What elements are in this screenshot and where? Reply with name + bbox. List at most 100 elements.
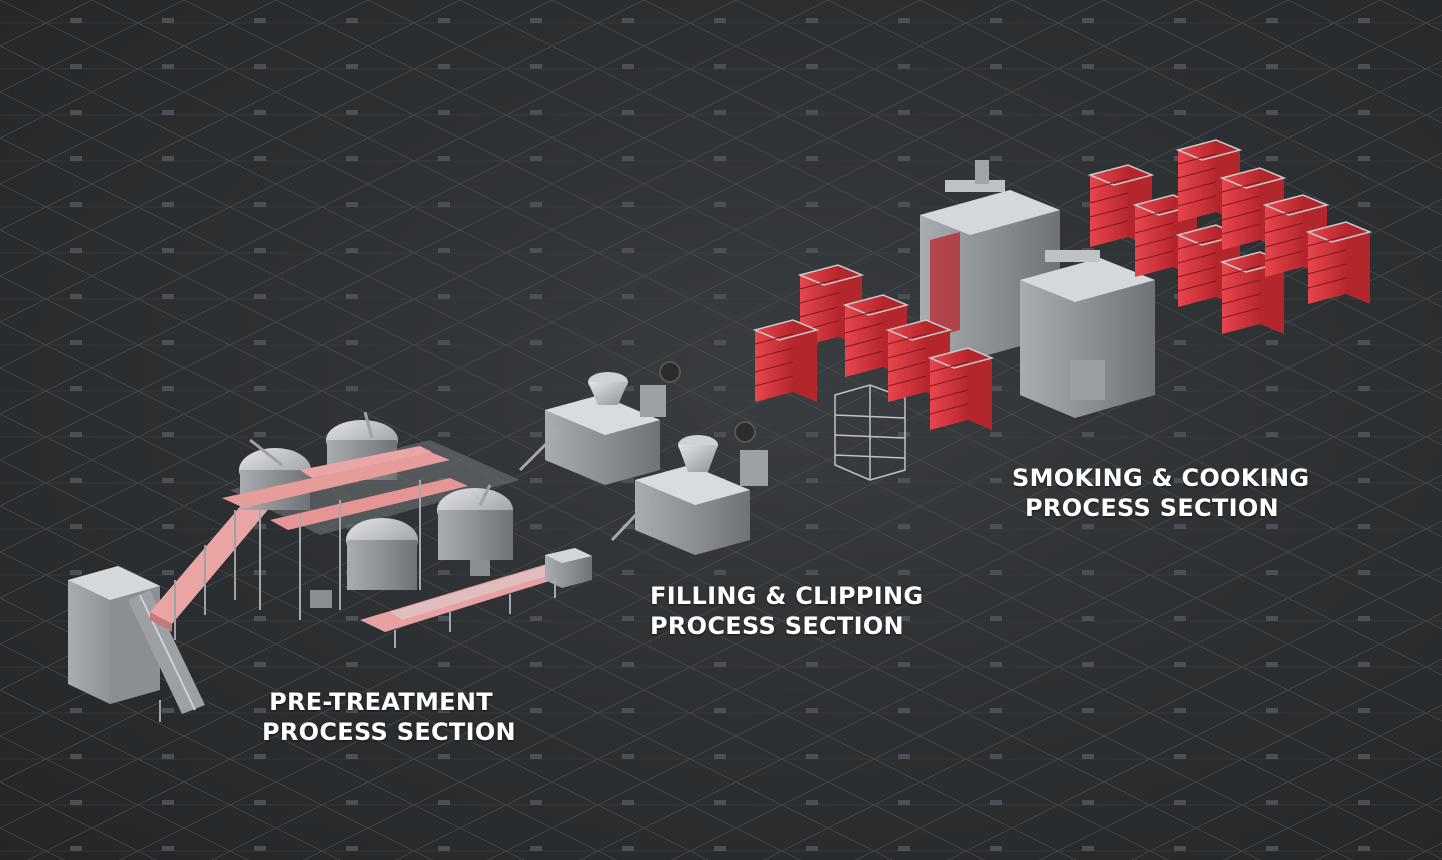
watermark-mark — [530, 432, 542, 437]
watermark-mark — [1358, 386, 1370, 391]
watermark-mark — [530, 202, 542, 207]
watermark-mark — [1174, 524, 1186, 529]
watermark-mark — [1174, 110, 1186, 115]
pre-treatment-section-label: PRE-TREATMENT PROCESS SECTION — [262, 687, 516, 747]
watermark-mark — [1266, 616, 1278, 621]
watermark-mark — [1358, 846, 1370, 851]
watermark-mark — [806, 156, 818, 161]
watermark-mark — [1174, 846, 1186, 851]
watermark-mark — [70, 432, 82, 437]
watermark-mark — [162, 478, 174, 483]
watermark-mark — [254, 110, 266, 115]
watermark-mark — [1082, 18, 1094, 23]
watermark-mark — [530, 524, 542, 529]
watermark-mark — [622, 800, 634, 805]
watermark-mark — [346, 110, 358, 115]
watermark-mark — [530, 708, 542, 713]
watermark-mark — [1266, 478, 1278, 483]
watermark-mark — [898, 846, 910, 851]
watermark-mark — [438, 754, 450, 759]
watermark-mark — [714, 708, 726, 713]
watermark-mark — [990, 64, 1002, 69]
watermark-mark — [806, 616, 818, 621]
sausage-rack-group — [752, 139, 1373, 430]
watermark-mark — [1358, 18, 1370, 23]
watermark-mark — [898, 524, 910, 529]
watermark-mark — [714, 432, 726, 437]
watermark-mark — [806, 432, 818, 437]
watermark-mark — [990, 662, 1002, 667]
watermark-mark — [70, 294, 82, 299]
watermark-mark — [898, 294, 910, 299]
watermark-mark — [1174, 478, 1186, 483]
watermark-mark — [898, 248, 910, 253]
watermark-mark — [346, 294, 358, 299]
watermark-mark — [622, 248, 634, 253]
watermark-mark — [714, 570, 726, 575]
pre-treatment-label-line2: PROCESS SECTION — [262, 718, 516, 746]
watermark-mark — [1174, 18, 1186, 23]
watermark-mark — [622, 708, 634, 713]
watermark-mark — [530, 18, 542, 23]
watermark-mark — [1082, 524, 1094, 529]
watermark-mark — [70, 156, 82, 161]
pre-treatment-equipment — [68, 411, 592, 722]
watermark-mark — [1358, 64, 1370, 69]
watermark-mark — [1174, 662, 1186, 667]
watermark-mark — [346, 340, 358, 345]
watermark-mark — [714, 662, 726, 667]
watermark-mark — [438, 64, 450, 69]
watermark-mark — [70, 570, 82, 575]
watermark-mark — [346, 662, 358, 667]
watermark-mark — [1266, 708, 1278, 713]
watermark-mark — [622, 478, 634, 483]
watermark-mark — [254, 800, 266, 805]
watermark-mark — [1082, 800, 1094, 805]
watermark-mark — [622, 156, 634, 161]
sausage-rack — [927, 347, 995, 430]
watermark-mark — [162, 708, 174, 713]
watermark-mark — [438, 340, 450, 345]
watermark-mark — [622, 662, 634, 667]
watermark-mark — [622, 18, 634, 23]
watermark-mark — [346, 64, 358, 69]
watermark-mark — [438, 662, 450, 667]
watermark-mark — [1266, 800, 1278, 805]
watermark-mark — [1174, 800, 1186, 805]
watermark-mark — [1358, 754, 1370, 759]
watermark-mark — [806, 662, 818, 667]
watermark-mark — [622, 524, 634, 529]
watermark-mark — [438, 294, 450, 299]
watermark-mark — [1082, 616, 1094, 621]
watermark-mark — [162, 386, 174, 391]
watermark-mark — [346, 524, 358, 529]
watermark-mark — [622, 340, 634, 345]
watermark-mark — [254, 156, 266, 161]
watermark-mark — [1358, 662, 1370, 667]
watermark-mark — [1266, 110, 1278, 115]
watermark-mark — [1358, 478, 1370, 483]
watermark-mark — [898, 432, 910, 437]
watermark-mark — [1082, 64, 1094, 69]
watermark-mark — [714, 294, 726, 299]
watermark-mark — [1266, 340, 1278, 345]
watermark-mark — [806, 478, 818, 483]
watermark-mark — [714, 64, 726, 69]
filling-clipping-label-line2: PROCESS SECTION — [650, 612, 904, 640]
watermark-mark — [1358, 616, 1370, 621]
watermark-mark — [162, 156, 174, 161]
watermark-mark — [346, 800, 358, 805]
watermark-mark — [990, 156, 1002, 161]
watermark-mark — [70, 64, 82, 69]
watermark-mark — [622, 616, 634, 621]
watermark-mark — [714, 754, 726, 759]
watermark-mark — [1174, 432, 1186, 437]
watermark-mark — [898, 616, 910, 621]
watermark-mark — [162, 800, 174, 805]
watermark-mark — [438, 846, 450, 851]
watermark-mark — [346, 202, 358, 207]
watermark-mark — [254, 386, 266, 391]
watermark-mark — [806, 18, 818, 23]
watermark-mark — [806, 524, 818, 529]
watermark-mark — [530, 156, 542, 161]
